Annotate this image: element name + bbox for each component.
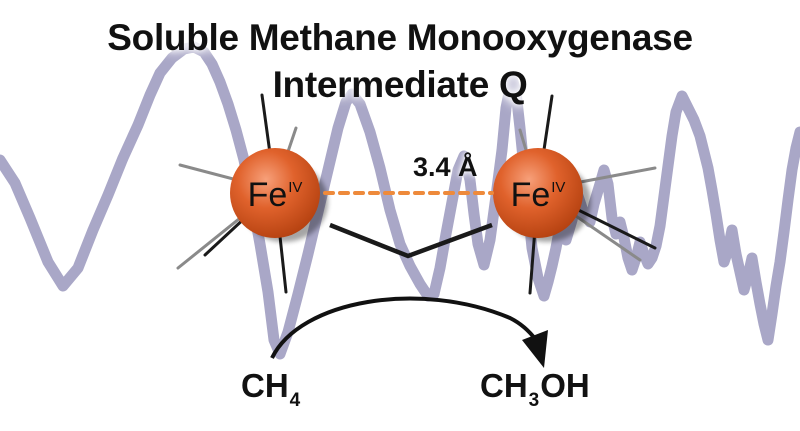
iron-atom-left: [230, 148, 320, 238]
product-prefix: CH: [480, 367, 528, 404]
title-line-1: Soluble Methane Monooxygenase: [107, 17, 693, 58]
reactant-label: CH4: [241, 367, 301, 410]
product-suffix: OH: [540, 367, 590, 404]
reactant-prefix: CH: [241, 367, 289, 404]
reaction-arrow: [270, 296, 538, 359]
bridging-bond: [329, 222, 493, 259]
iron-oxidation-left: IV: [288, 179, 303, 196]
distance-label: 3.4 Å: [413, 152, 478, 182]
title-line-2: Intermediate Q: [272, 64, 528, 105]
iron-symbol-left: Fe: [247, 176, 288, 214]
iron-oxidation-right: IV: [551, 179, 566, 196]
reactant-subscript: 4: [289, 390, 301, 411]
iron-label-left: FeIV: [248, 178, 303, 212]
product-label: CH3OH: [480, 367, 590, 410]
iron-label-right: FeIV: [511, 178, 566, 212]
arrow-head-icon: [522, 330, 548, 368]
iron-atom-right: [493, 148, 583, 238]
iron-symbol-right: Fe: [510, 176, 551, 214]
product-subscript: 3: [528, 390, 540, 411]
